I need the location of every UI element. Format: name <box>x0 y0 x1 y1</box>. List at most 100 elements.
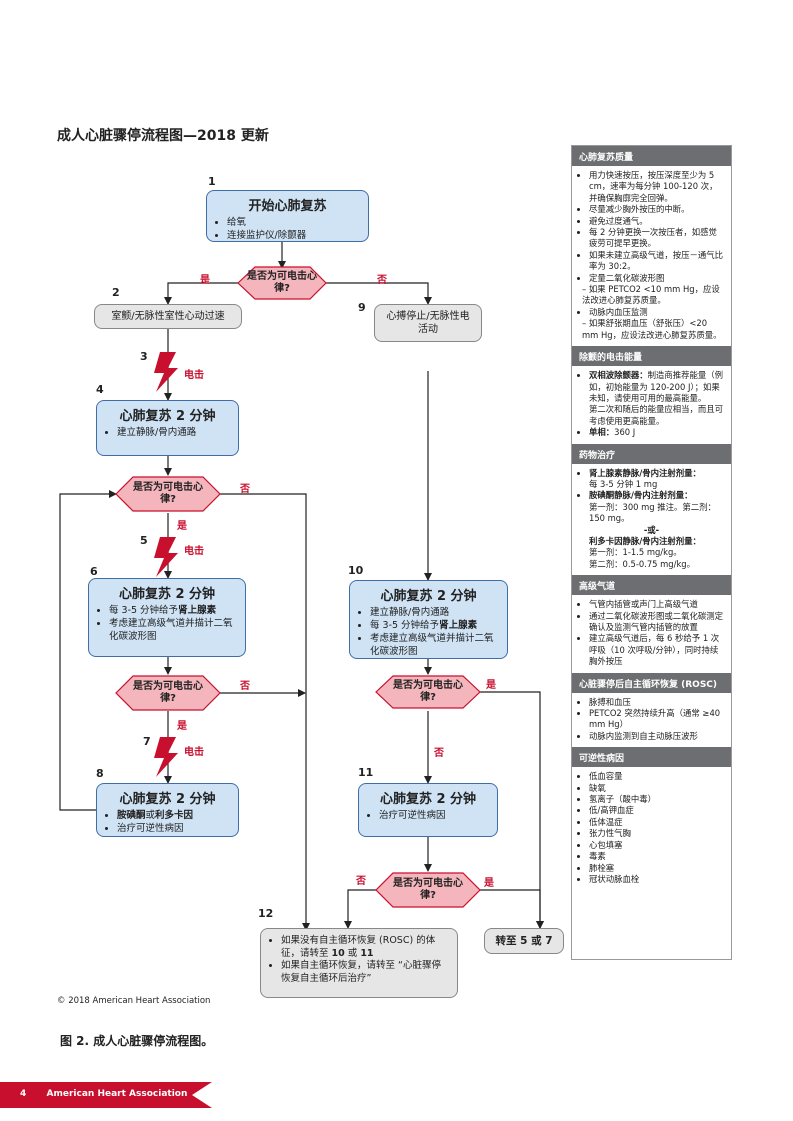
box-title: 心肺复苏 2 分钟 <box>118 587 216 602</box>
step-number: 12 <box>258 907 274 920</box>
page-number: 4 <box>20 1089 27 1099</box>
step-number: 5 <box>140 534 148 547</box>
box-item: 胺碘酮或利多卡因 <box>117 809 230 822</box>
list-item: 脉搏和血压 <box>589 697 725 708</box>
no-label: 否 <box>240 484 250 495</box>
box-item: 建立静脉/骨内通路 <box>117 426 230 439</box>
step-12-box: 如果没有自主循环恢复 (ROSC) 的体征，请转至 10 或 11 如果自主循环… <box>260 928 458 998</box>
list-item: 定量二氧化碳波形图 <box>589 273 725 284</box>
step-number: 3 <box>140 350 148 363</box>
lightning-icon <box>154 737 178 777</box>
copyright: © 2018 American Heart Association <box>57 996 211 1006</box>
sidebar-section-title: 心肺复苏质量 <box>572 146 731 166</box>
or-separator: -或- <box>643 524 660 535</box>
decision-diamond <box>115 675 221 711</box>
no-label: 否 <box>240 681 250 692</box>
box-title: 心肺复苏 2 分钟 <box>379 792 477 807</box>
decision-diamond <box>115 476 221 512</box>
footer-banner <box>0 1082 212 1108</box>
list-item: 胺碘酮静脉/骨内注射剂量：第一剂：300 mg 推注。第二剂：150 mg。 <box>589 490 725 524</box>
box-item: 考虑建立高级气道并描计二氧化碳波形图 <box>370 632 499 658</box>
step-1-box: 开始心肺复苏 给氧 连接监护仪/除颤器 <box>206 190 369 242</box>
goto-5-or-7-box: 转至 5 或 7 <box>484 928 564 954</box>
yes-label: 是 <box>484 878 494 889</box>
list-item: 动脉内血压监测 <box>589 307 725 318</box>
decision-diamond <box>237 266 327 300</box>
list-item: 肾上腺素静脉/骨内注射剂量：每 3-5 分钟 1 mg <box>589 468 725 491</box>
step-number: 7 <box>143 735 151 748</box>
figure-caption: 图 2. 成人心脏骤停流程图。 <box>60 1034 214 1048</box>
box-item: 建立静脉/骨内通路 <box>370 606 499 619</box>
list-item: 避免过度通气。 <box>589 216 725 227</box>
box-title: 心肺复苏 2 分钟 <box>119 409 216 424</box>
step-2-box: 室颤/无脉性室性心动过速 <box>94 304 242 329</box>
list-item: – 如果舒张期血压（舒张压）<20 mm Hg，应设法改进心肺复苏质量。 <box>582 318 722 340</box>
box-item: 连接监护仪/除颤器 <box>227 229 360 242</box>
list-item: 动脉内监测到自主动脉压波形 <box>589 731 725 742</box>
box-item: 每 3-5 分钟给予肾上腺素 <box>370 619 499 632</box>
decision-label: 是否为可电击心律? <box>133 482 203 505</box>
sidebar-panel: 心肺复苏质量 用力快速按压，按压深度至少为 5 cm，速率为每分钟 100-12… <box>571 145 732 960</box>
step-11-box: 心肺复苏 2 分钟 治疗可逆性病因 <box>358 783 498 837</box>
step-8-box: 心肺复苏 2 分钟 胺碘酮或利多卡因 治疗可逆性病因 <box>96 783 239 837</box>
sidebar-section-body: 双相波除颤器：制造商推荐能量（例如，初始能量为 120-200 J）；如果未知，… <box>572 366 731 443</box>
list-item: 双相波除颤器：制造商推荐能量（例如，初始能量为 120-200 J）；如果未知，… <box>589 370 725 427</box>
box-item: 如果自主循环恢复，请转至 “心脏骤停恢复自主循环后治疗” <box>281 960 449 985</box>
list-item: 肺栓塞 <box>589 863 725 874</box>
sidebar-section-title: 高级气道 <box>572 575 731 596</box>
list-item: 毒素 <box>589 851 725 862</box>
step-4-box: 心肺复苏 2 分钟 建立静脉/骨内通路 <box>96 400 239 456</box>
list-item: – 如果 PETCO2 <10 mm Hg，应设法改进心肺复苏质量。 <box>582 284 720 306</box>
page-title: 成人心脏骤停流程图—2018 更新 <box>57 128 269 144</box>
step-number: 2 <box>112 286 120 299</box>
list-item: 低/高钾血症 <box>589 805 725 816</box>
list-item: PETCO2 突然持续升高（通常 ≥40 mm Hg） <box>589 708 725 731</box>
yes-label: 是 <box>177 721 187 732</box>
list-item: 张力性气胸 <box>589 828 725 839</box>
sidebar-section-body: 用力快速按压，按压深度至少为 5 cm，速率为每分钟 100-120 次，并确保… <box>572 166 731 346</box>
yes-label: 是 <box>177 521 187 532</box>
step-number: 11 <box>358 766 374 779</box>
sidebar-section-title: 可逆性病因 <box>572 747 731 768</box>
box-title: 心肺复苏 2 分钟 <box>119 792 216 807</box>
list-item: 低体温症 <box>589 817 725 828</box>
no-label: 否 <box>377 275 387 286</box>
box-title: 心肺复苏 2 分钟 <box>380 589 477 604</box>
list-item: 低血容量 <box>589 771 725 782</box>
footer-org: American Heart Association <box>46 1089 188 1099</box>
step-9-box: 心搏停止/无脉性电活动 <box>374 304 482 342</box>
list-item: 单相：360 J <box>589 427 725 438</box>
no-label: 否 <box>434 748 444 759</box>
sidebar-section-body: 脉搏和血压 PETCO2 突然持续升高（通常 ≥40 mm Hg） 动脉内监测到… <box>572 693 731 748</box>
sidebar-section-body: 气管内插管或声门上高级气道 通过二氧化碳波形图或二氧化碳测定确认及监测气管内插管… <box>572 595 731 672</box>
sidebar-section-title: 除颤的电击能量 <box>572 346 731 367</box>
shock-label: 电击 <box>184 370 204 381</box>
list-item: 氢离子（酸中毒） <box>589 794 725 805</box>
decision-label: 是否为可电击心律? <box>393 680 463 703</box>
sidebar-section-body: 肾上腺素静脉/骨内注射剂量：每 3-5 分钟 1 mg 胺碘酮静脉/骨内注射剂量… <box>572 464 731 576</box>
no-label: 否 <box>356 876 366 887</box>
list-item: 缺氧 <box>589 783 725 794</box>
step-number: 9 <box>358 301 366 314</box>
shock-label: 电击 <box>184 747 204 758</box>
box-item: 治疗可逆性病因 <box>379 809 489 822</box>
list-item: 心包填塞 <box>589 840 725 851</box>
step-number: 4 <box>96 383 104 396</box>
sidebar-section-body: 低血容量 缺氧 氢离子（酸中毒） 低/高钾血症 低体温症 张力性气胸 心包填塞 … <box>572 767 731 890</box>
decision-label: 是否为可电击心律? <box>247 271 317 294</box>
box-item: 治疗可逆性病因 <box>117 822 230 835</box>
decision-label: 是否为可电击心律? <box>393 878 463 901</box>
decision-diamond <box>375 872 481 908</box>
step-number: 8 <box>96 767 104 780</box>
list-item: 每 2 分钟更换一次按压者，如感觉疲劳可提早更换。 <box>589 227 725 250</box>
list-item: 通过二氧化碳波形图或二氧化碳测定确认及监测气管内插管的放置 <box>589 611 725 634</box>
step-number: 1 <box>208 175 216 188</box>
step-6-box: 心肺复苏 2 分钟 每 3-5 分钟给予肾上腺素 考虑建立高级气道并描计二氧化碳… <box>88 578 246 657</box>
sidebar-section-title: 心脏骤停后自主循环恢复 (ROSC) <box>572 672 731 693</box>
yes-label: 是 <box>486 680 496 691</box>
lidocaine-dose: 利多卡因静脉/骨内注射剂量： 第一剂：1-1.5 mg/kg。 第二剂：0.5-… <box>589 535 701 569</box>
box-item: 每 3-5 分钟给予肾上腺素 <box>109 604 237 617</box>
box-item: 如果没有自主循环恢复 (ROSC) 的体征，请转至 10 或 11 <box>281 935 449 960</box>
box-item: 考虑建立高级气道并描计二氧化碳波形图 <box>109 617 237 643</box>
footer-label: 4 American Heart Association <box>20 1089 187 1099</box>
